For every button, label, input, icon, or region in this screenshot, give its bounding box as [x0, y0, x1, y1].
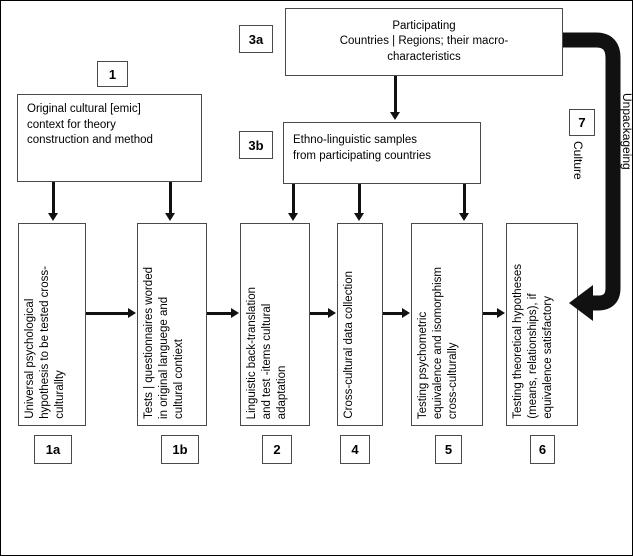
tag-1a: 1a — [34, 435, 72, 464]
node-psychometric-equivalence: Testing psychometric equivalence and iso… — [411, 223, 483, 426]
connector-3b-to-5 — [463, 184, 466, 215]
connector-2-to-4-head — [328, 308, 336, 318]
connector-1b-to-2 — [207, 312, 232, 315]
node-universal-hypothesis: Universal psychological hypothesis to be… — [18, 223, 86, 426]
connector-5-to-6 — [483, 312, 498, 315]
node-back-translation: Linguistic back-translation and test -it… — [240, 223, 310, 426]
connector-1a-to-1b-head — [128, 308, 136, 318]
connector-3b-to-4-head — [354, 213, 364, 221]
tag-3a: 3a — [239, 25, 273, 53]
node-psychometric-equivalence-label: Testing psychometric equivalence and iso… — [417, 266, 459, 419]
tag-6: 6 — [530, 435, 555, 464]
connector-3b-to-4 — [358, 184, 361, 215]
node-participating-countries: Participating Countries | Regions; their… — [285, 8, 563, 76]
connector-1a-to-1b — [86, 312, 129, 315]
connector-4-to-5-head — [402, 308, 410, 318]
tag-1b: 1b — [161, 435, 199, 464]
connector-3a-to-3b — [394, 76, 397, 114]
connector-3b-to-2 — [292, 184, 295, 215]
node-original-cultural-context: Original cultural [emic] context for the… — [17, 94, 202, 182]
node-universal-hypothesis-label: Universal psychological hypothesis to be… — [24, 266, 66, 419]
tag-1: 1 — [97, 61, 128, 87]
label-culture: Culture — [571, 141, 585, 180]
node-data-collection: Cross-cultural data collection — [337, 223, 383, 426]
node-ethno-linguistic-samples: Ethno-linguistic samples from participat… — [283, 122, 481, 184]
connector-box1-to-1b-head — [165, 213, 175, 221]
connector-3b-to-5-head — [459, 213, 469, 221]
connector-4-to-5 — [383, 312, 403, 315]
connector-1b-to-2-head — [231, 308, 239, 318]
connector-box1-to-1b — [169, 182, 172, 215]
node-back-translation-label: Linguistic back-translation and test -it… — [246, 286, 288, 419]
connector-box1-to-1a-head — [48, 213, 58, 221]
tag-4: 4 — [340, 435, 370, 464]
connector-5-to-6-head — [497, 308, 505, 318]
tag-3b: 3b — [239, 131, 273, 159]
tag-7: 7 — [569, 109, 595, 136]
node-data-collection-label: Cross-cultural data collection — [343, 271, 355, 419]
label-unpackageing: Unpackageing — [620, 93, 633, 170]
connector-box1-to-1a — [52, 182, 55, 215]
node-theoretical-hypotheses: Testing theoretical hypotheses (means, r… — [506, 223, 578, 426]
node-theoretical-hypotheses-label: Testing theoretical hypotheses (means, r… — [512, 264, 554, 419]
tag-5: 5 — [435, 435, 462, 464]
tag-2: 2 — [262, 435, 292, 464]
node-tests-questionnaires: Tests | questionnaires worded in origina… — [137, 223, 207, 426]
connector-2-to-4 — [310, 312, 329, 315]
node-tests-questionnaires-label: Tests | questionnaires worded in origina… — [143, 267, 185, 419]
connector-3a-to-3b-head — [390, 112, 400, 120]
connector-3b-to-2-head — [288, 213, 298, 221]
